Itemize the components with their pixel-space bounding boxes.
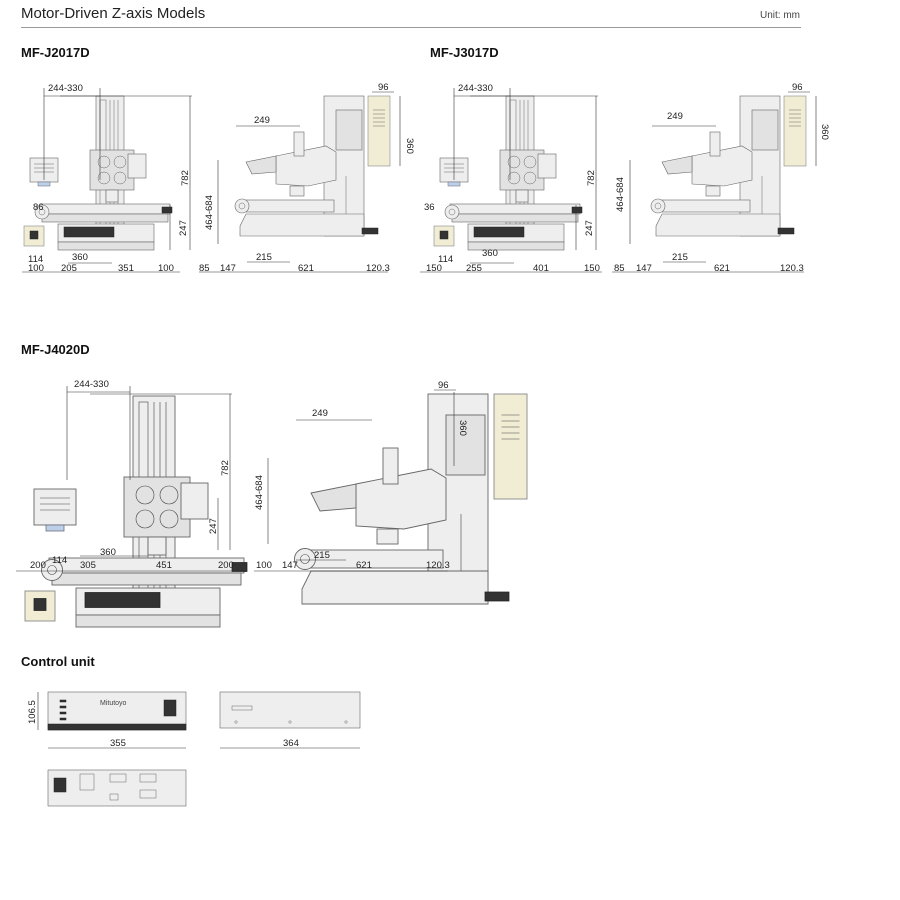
title-rule <box>21 27 801 28</box>
dim-front-width-j2017d: 360 <box>72 252 88 263</box>
dim-front-bottom-2-j2017d: 351 <box>118 263 134 274</box>
page-title: Motor-Driven Z-axis Models <box>21 5 206 22</box>
dim-front-bottom-3-j2017d: 100 <box>158 263 174 274</box>
dim-front-height-j2017d: 782 <box>180 170 191 186</box>
dim-side-bottom-2-j4020d: 621 <box>356 560 372 571</box>
dim-side-top-j2017d: 96 <box>378 82 389 93</box>
dim-front-bottom-2-j3017d: 401 <box>533 263 549 274</box>
dim-side-inner-j4020d: 215 <box>314 550 330 561</box>
dim-side-reach-j2017d: 249 <box>254 115 270 126</box>
dim-front-bottom-1-j3017d: 255 <box>466 263 482 274</box>
dim-front-bottom-0-j4020d: 200 <box>30 560 46 571</box>
dim-side-bottom-1-j4020d: 147 <box>282 560 298 571</box>
dim-control-unit-depth: 364 <box>283 738 299 749</box>
control-unit-side <box>219 691 361 749</box>
dim-side-unit-j4020d: 360 <box>457 420 468 436</box>
section-title-control-unit: Control unit <box>21 654 95 669</box>
dim-front-width-j3017d: 360 <box>482 248 498 259</box>
dim-front-cu-j3017d: 114 <box>438 254 453 265</box>
dim-side-bottom-2-j2017d: 621 <box>298 263 314 274</box>
dim-front-width-j4020d: 360 <box>100 547 116 558</box>
dim-front-bottom-1-j2017d: 205 <box>61 263 77 274</box>
dim-side-inner-j2017d: 215 <box>256 252 272 263</box>
dim-front-offset-j2017d: 86 <box>33 202 44 213</box>
model-name-mf-j3017d: MF-J3017D <box>430 45 499 60</box>
dim-side-bottom-3-j3017d: 120.3 <box>780 263 804 274</box>
dim-front-bottom-3-j4020d: 200 <box>218 560 234 571</box>
dim-side-top-j4020d: 96 <box>438 380 449 391</box>
dim-side-bottom-1-j2017d: 147 <box>220 263 236 274</box>
dim-front-stage-j2017d: 247 <box>178 220 189 236</box>
front-view-mf-j4020d <box>16 386 248 628</box>
control-unit-rear <box>47 769 187 807</box>
dim-side-top-j3017d: 96 <box>792 82 803 93</box>
dim-front-bottom-1-j4020d: 305 <box>80 560 96 571</box>
dim-front-cu-j2017d: 114 <box>28 254 43 265</box>
dim-side-bottom-0-j3017d: 85 <box>614 263 625 274</box>
dim-side-bottom-2-j3017d: 621 <box>714 263 730 274</box>
dim-side-unit-j3017d: 360 <box>819 124 830 140</box>
dim-side-unit-j2017d: 360 <box>404 138 415 154</box>
control-unit-brand: Mitutoyo <box>100 700 127 707</box>
dim-side-bottom-1-j3017d: 147 <box>636 263 652 274</box>
dim-front-height-j4020d: 782 <box>220 460 231 476</box>
model-name-mf-j2017d: MF-J2017D <box>21 45 90 60</box>
side-view-mf-j2017d <box>199 91 401 273</box>
dim-front-bottom-3-j3017d: 150 <box>584 263 600 274</box>
dim-front-cu-j4020d: 114 <box>52 555 67 566</box>
dim-side-bottom-3-j4020d: 120.3 <box>426 560 450 571</box>
dim-front-top-j4020d: 244-330 <box>74 379 109 390</box>
dim-side-bottom-0-j4020d: 100 <box>256 560 272 571</box>
dim-side-zrange-j2017d: 464-684 <box>204 195 215 230</box>
dim-front-stage-j3017d: 247 <box>584 220 595 236</box>
side-view-mf-j3017d <box>612 91 817 273</box>
dim-front-offset-j3017d: 36 <box>424 202 435 213</box>
model-name-mf-j4020d: MF-J4020D <box>21 342 90 357</box>
side-view-mf-j4020d <box>254 389 528 605</box>
front-view-mf-j3017d <box>420 88 602 273</box>
control-unit-front <box>37 691 187 749</box>
dim-side-zrange-j3017d: 464-684 <box>615 177 626 212</box>
unit-label: Unit: mm <box>760 10 800 21</box>
dim-side-bottom-3-j2017d: 120.3 <box>366 263 390 274</box>
dim-front-bottom-0-j3017d: 150 <box>426 263 442 274</box>
dim-front-stage-j4020d: 247 <box>208 518 219 534</box>
dim-side-bottom-0-j2017d: 85 <box>199 263 210 274</box>
dim-control-unit-height: 106.5 <box>27 700 38 724</box>
dim-side-reach-j4020d: 249 <box>312 408 328 419</box>
dim-front-bottom-2-j4020d: 451 <box>156 560 172 571</box>
dim-control-unit-width: 355 <box>110 738 126 749</box>
dim-side-reach-j3017d: 249 <box>667 111 683 122</box>
dim-side-zrange-j4020d: 464-684 <box>254 475 265 510</box>
dim-side-inner-j3017d: 215 <box>672 252 688 263</box>
dim-front-height-j3017d: 782 <box>586 170 597 186</box>
dim-front-bottom-0-j2017d: 100 <box>28 263 44 274</box>
dim-front-top-j3017d: 244-330 <box>458 83 493 94</box>
dim-front-top-j2017d: 244-330 <box>48 83 83 94</box>
front-view-mf-j2017d <box>22 88 192 273</box>
